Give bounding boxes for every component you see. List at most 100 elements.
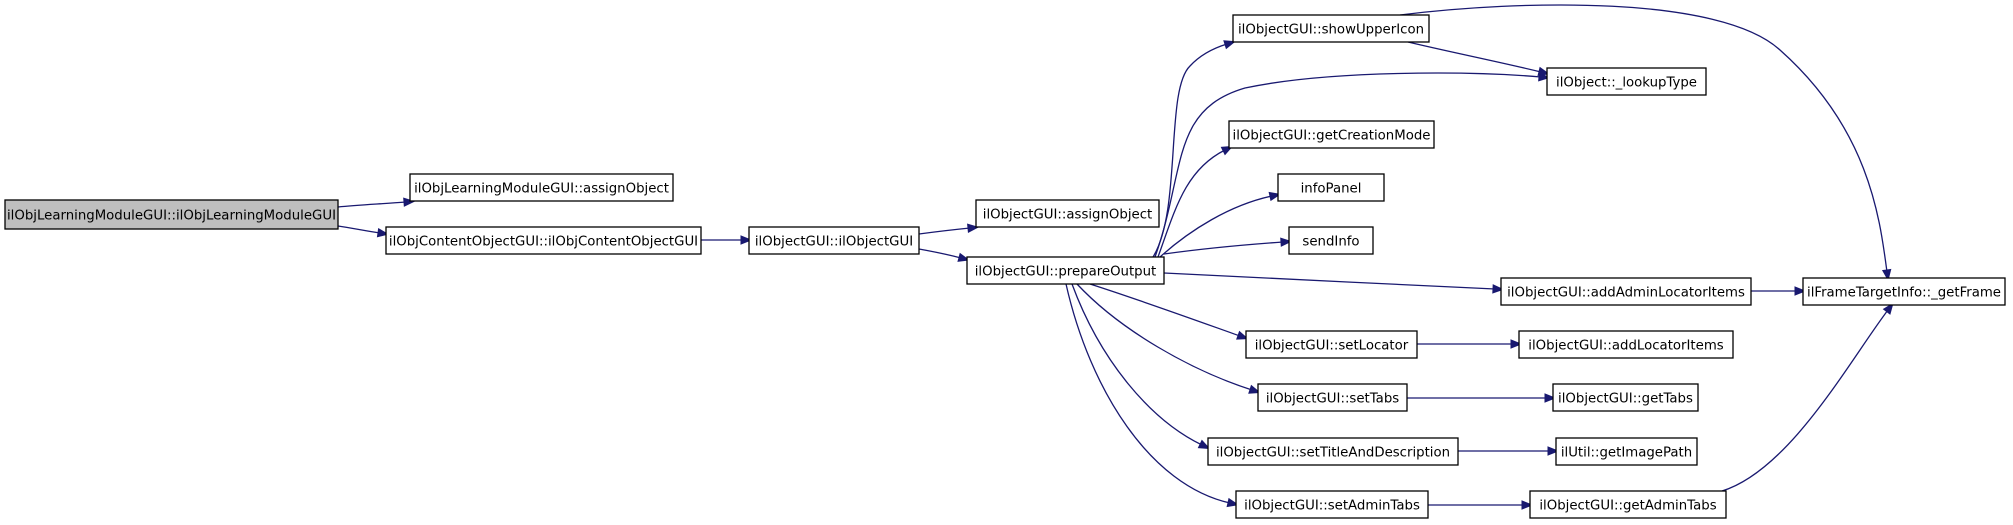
node-label: ilUtil::getImagePath (1561, 446, 1692, 461)
node-label: ilObjectGUI::showUpperIcon (1238, 23, 1424, 38)
node-box (975, 199, 1160, 228)
node-box (1518, 330, 1734, 359)
arrowhead-icon (1521, 500, 1534, 510)
node-n6[interactable]: ilObjectGUI::showUpperIcon (1232, 14, 1430, 43)
node-box (1245, 330, 1418, 359)
edge-n19-to-n20 (1428, 500, 1534, 510)
arrowhead-icon (1226, 497, 1240, 508)
node-box (1555, 437, 1698, 466)
arrowhead-icon (403, 197, 416, 207)
node-box (1529, 490, 1727, 519)
node-box (4, 199, 339, 230)
node-box (1500, 277, 1752, 306)
edge-line (1163, 241, 1284, 255)
node-n13[interactable]: ilObjectGUI::setLocator (1245, 330, 1418, 359)
arrowhead-icon (1197, 439, 1211, 450)
edge-n5-to-n11 (1163, 272, 1505, 294)
node-box (1235, 490, 1429, 519)
edge-n6-to-n12 (1399, 4, 1892, 282)
arrowhead-icon (1236, 330, 1249, 340)
edge-n5-to-n17 (1071, 283, 1211, 450)
node-n2[interactable]: ilObjContentObjectGUI::ilObjContentObjec… (385, 226, 702, 255)
edge-n5-to-n9 (1159, 191, 1282, 258)
edge-n0-to-n2 (337, 225, 390, 238)
arrowhead-icon (376, 227, 390, 238)
arrowhead-icon (967, 223, 980, 233)
node-label: ilObjectGUI::setTitleAndDescription (1216, 446, 1450, 461)
node-n19[interactable]: ilObjectGUI::setAdminTabs (1235, 490, 1429, 519)
node-n5[interactable]: ilObjectGUI::prepareOutput (966, 256, 1165, 285)
edge-line (1159, 195, 1273, 258)
node-box (1257, 383, 1408, 412)
node-label: ilObjContentObjectGUI::ilObjContentObjec… (389, 235, 698, 250)
node-n16[interactable]: ilObjectGUI::getTabs (1552, 383, 1699, 412)
edge-line (337, 225, 381, 234)
edge-n13-to-n14 (1416, 339, 1523, 349)
edge-n5-to-n13 (1089, 283, 1249, 340)
node-n3[interactable]: ilObjectGUI::ilObjectGUI (748, 226, 920, 255)
node-box (1552, 383, 1699, 412)
edge-line (1721, 309, 1889, 492)
edge-n5-to-n10 (1163, 237, 1293, 255)
node-n10[interactable]: sendInfo (1288, 226, 1374, 255)
edge-line (1065, 283, 1231, 504)
edges-layer (337, 4, 1894, 510)
node-label: ilObjectGUI::getAdminTabs (1539, 499, 1716, 514)
edge-line (1163, 272, 1496, 290)
arrowhead-icon (1248, 384, 1261, 394)
node-n14[interactable]: ilObjectGUI::addLocatorItems (1518, 330, 1734, 359)
node-n7[interactable]: ilObject::_lookupType (1546, 67, 1707, 96)
arrowhead-icon (1544, 393, 1557, 403)
arrowhead-icon (957, 252, 971, 262)
node-box (1232, 14, 1430, 43)
edge-line (918, 227, 971, 235)
node-label: ilObject::_lookupType (1556, 76, 1697, 91)
node-label: ilObjectGUI::setAdminTabs (1244, 499, 1420, 514)
edge-line (1399, 4, 1888, 273)
edge-n2-to-n3 (701, 235, 753, 245)
arrowhead-icon (1510, 339, 1523, 349)
arrowhead-icon (1537, 66, 1551, 77)
node-n18[interactable]: ilUtil::getImagePath (1555, 437, 1698, 466)
node-box (385, 226, 702, 255)
node-n20[interactable]: ilObjectGUI::getAdminTabs (1529, 490, 1727, 519)
node-n12[interactable]: ilFrameTargetInfo::_getFrame (1802, 277, 2006, 306)
node-label: ilObjectGUI::assignObject (983, 208, 1152, 223)
node-n9[interactable]: infoPanel (1277, 173, 1385, 202)
node-label: sendInfo (1302, 235, 1359, 250)
node-label: ilObjectGUI::getCreationMode (1233, 129, 1431, 144)
node-box (1546, 67, 1707, 96)
edge-n20-to-n12 (1721, 302, 1894, 492)
node-label: ilObjectGUI::setTabs (1266, 392, 1399, 407)
arrowhead-icon (1881, 268, 1892, 282)
arrowhead-icon (1882, 302, 1894, 315)
arrowhead-icon (1547, 446, 1560, 456)
node-label: ilObjectGUI::ilObjectGUI (755, 235, 913, 250)
node-n17[interactable]: ilObjectGUI::setTitleAndDescription (1207, 437, 1459, 466)
edge-n3-to-n5 (918, 248, 971, 262)
edge-n5-to-n15 (1076, 283, 1261, 394)
node-box (966, 256, 1165, 285)
node-box (1277, 173, 1385, 202)
edge-line (918, 248, 962, 259)
edge-n17-to-n18 (1457, 446, 1560, 456)
node-n1[interactable]: ilObjLearningModuleGUI::assignObject (409, 173, 674, 202)
node-n8[interactable]: ilObjectGUI::getCreationMode (1228, 120, 1435, 149)
node-label: ilFrameTargetInfo::_getFrame (1807, 286, 2001, 301)
arrowhead-icon (1268, 191, 1282, 202)
node-n11[interactable]: ilObjectGUI::addAdminLocatorItems (1500, 277, 1752, 306)
node-n0: ilObjLearningModuleGUI::ilObjLearningMod… (4, 199, 339, 230)
edge-n6-to-n7 (1407, 41, 1551, 77)
node-box (1802, 277, 2006, 306)
node-label: infoPanel (1301, 182, 1362, 197)
node-label: ilObjectGUI::addAdminLocatorItems (1507, 286, 1745, 301)
arrowhead-icon (740, 235, 753, 245)
nodes-layer: ilObjLearningModuleGUI::ilObjLearningMod… (4, 14, 2006, 519)
node-n15[interactable]: ilObjectGUI::setTabs (1257, 383, 1408, 412)
node-label: ilObjLearningModuleGUI::assignObject (414, 182, 669, 197)
node-box (748, 226, 920, 255)
arrowhead-icon (1280, 237, 1293, 247)
edge-n15-to-n16 (1407, 393, 1557, 403)
node-n4[interactable]: ilObjectGUI::assignObject (975, 199, 1160, 228)
